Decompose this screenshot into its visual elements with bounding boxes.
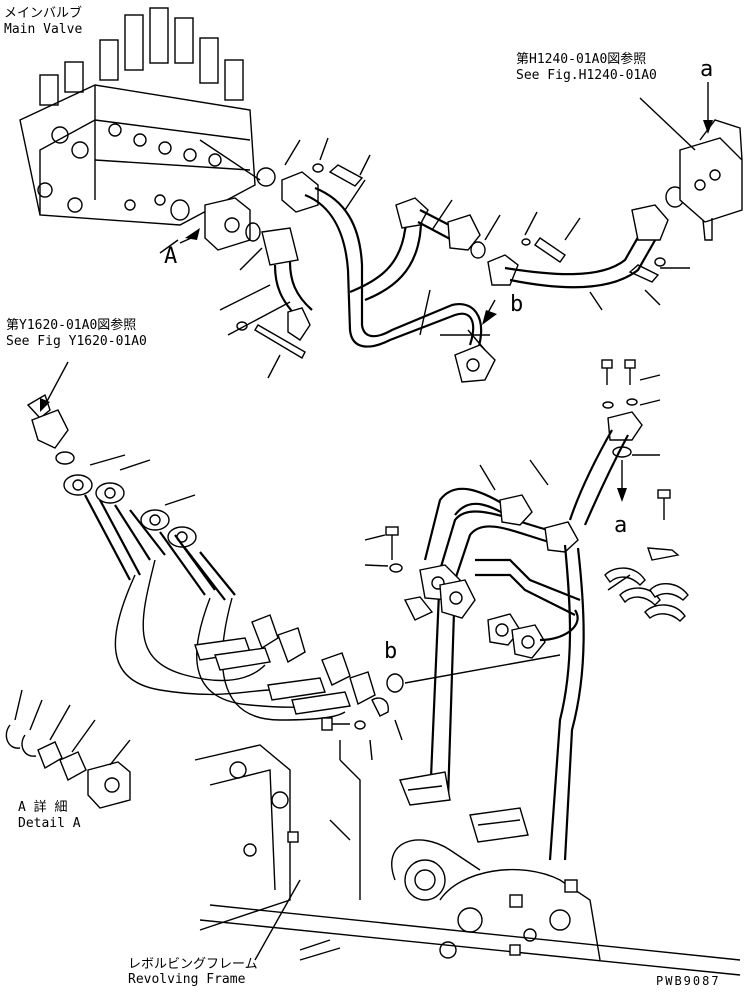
mid-right-pipes	[385, 359, 689, 861]
marker-b-top: b	[510, 292, 524, 317]
hose-group	[26, 393, 561, 731]
marker-a-mid: a	[614, 513, 628, 538]
main-valve-label-en: Main Valve	[4, 22, 83, 37]
main-valve-drawing	[19, 7, 261, 226]
marker-a-top: a	[700, 57, 714, 82]
detail-A-label-en: Detail A	[18, 816, 81, 831]
ref-h1240-label-en: See Fig.H1240-01A0	[516, 68, 657, 83]
leader-lines	[40, 137, 690, 761]
upper-pipes	[236, 163, 566, 383]
main-valve-label-jp: メインバルブ	[4, 6, 83, 21]
revolving-frame-drawing	[194, 744, 741, 976]
ref-y1620-label-jp: 第Y1620-01A0図参照	[6, 318, 137, 333]
marker-b-mid: b	[384, 639, 398, 664]
port-block-A	[170, 167, 276, 251]
revolving-frame-label-en: Revolving Frame	[128, 972, 246, 987]
revolving-frame-label-jp: レボルビングフレーム	[128, 957, 258, 972]
right-pipe-and-valve	[487, 82, 743, 289]
marker-A: A	[164, 244, 178, 269]
detail-A-parts	[5, 689, 131, 809]
ref-h1240-label-jp: 第H1240-01A0図参照	[516, 52, 647, 67]
detail-A-label-jp: A 詳 細	[18, 800, 68, 815]
ref-y1620-label-en: See Fig Y1620-01A0	[6, 334, 147, 349]
drawing-number: PWB9087	[656, 974, 721, 988]
